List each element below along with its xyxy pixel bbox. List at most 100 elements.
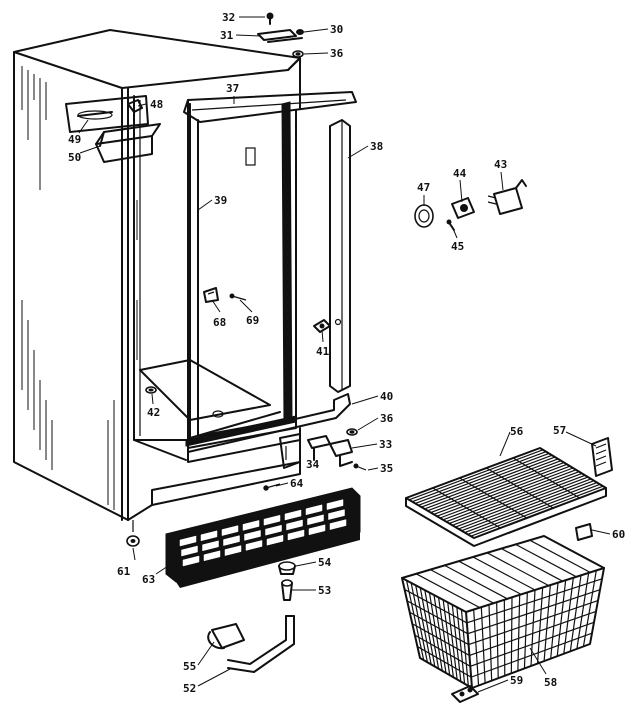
basket-wire: [428, 592, 443, 671]
door-shelf: [65, 95, 161, 163]
grille-slot: [266, 534, 284, 546]
callout-60: 60: [612, 528, 625, 541]
basket-rim-wire: [501, 548, 563, 582]
grille-slot: [242, 520, 260, 531]
grille-slot: [202, 540, 219, 552]
shelf-wire: [408, 449, 544, 501]
basket-rim-wire: [430, 569, 494, 604]
shelf-wire: [452, 474, 586, 526]
basket-rim-wire: [529, 539, 591, 573]
bottom-rail: [187, 393, 351, 469]
basket-wire: [488, 604, 493, 681]
basket-rim-wire: [458, 560, 522, 595]
grille-slot: [203, 550, 221, 562]
basket-wire: [460, 609, 469, 686]
callout-59: 59: [510, 674, 523, 687]
grille-slot: [329, 519, 347, 530]
shelf-wire: [436, 465, 571, 517]
grille-slot: [265, 524, 282, 536]
basket-rim-wire: [486, 552, 550, 587]
callout-49: 49: [68, 133, 81, 146]
basket-wire: [473, 609, 480, 686]
grille-slot: [221, 525, 239, 536]
shelf-crossbar: [486, 467, 554, 509]
basket-wire: [496, 602, 499, 679]
callout-47: 47: [417, 181, 430, 194]
callout-54: 54: [318, 556, 332, 569]
shelf-wire: [433, 463, 568, 515]
callout-48: 48: [150, 98, 163, 111]
shelf-wire: [427, 460, 562, 512]
basket-rim-wire: [472, 556, 536, 591]
grille-slot: [286, 519, 303, 531]
callout-41: 41: [316, 345, 330, 358]
shelf-wire: [470, 485, 604, 537]
callout-labels: 32 30 31 36 37 48 49 50 38 39 47 44 43 4…: [68, 11, 625, 695]
grille-slot: [308, 524, 326, 536]
basket-hoop: [404, 578, 603, 624]
grille-slot: [181, 545, 198, 557]
shelf-wire: [464, 481, 598, 534]
shelf-wire: [445, 471, 580, 523]
basket-wire: [569, 575, 582, 652]
shelf-wire: [455, 476, 589, 528]
basket-wire: [437, 597, 451, 676]
leader-lines: [78, 16, 611, 693]
callout-36-bottom: 36: [380, 412, 394, 425]
callout-38: 38: [370, 140, 383, 153]
bottom-hinge: [307, 428, 367, 471]
grille-slot: [328, 509, 345, 520]
callout-68: 68: [213, 316, 226, 329]
callout-61: 61: [117, 565, 131, 578]
grille-slot: [263, 514, 281, 526]
callout-40: 40: [380, 390, 393, 403]
basket-wire: [556, 580, 567, 657]
callout-58: 58: [544, 676, 557, 689]
callout-69: 69: [246, 314, 259, 327]
shelf-crossbar: [512, 457, 580, 499]
basket-wire: [576, 572, 590, 649]
basket-wire: [480, 607, 486, 684]
shelf-wire: [442, 469, 577, 521]
callout-50: 50: [68, 151, 81, 164]
basket-rim-wire: [444, 564, 508, 600]
callout-34: 34: [306, 458, 320, 471]
shelf-wire: [415, 452, 550, 505]
basket-wire: [550, 582, 559, 659]
callout-35: 35: [380, 462, 393, 475]
basket-hoop: [406, 589, 601, 635]
callout-55: 55: [183, 660, 196, 673]
basket-wire: [415, 585, 432, 665]
grille-slot: [245, 540, 263, 551]
basket-wire: [456, 607, 466, 684]
wire-basket: [401, 535, 605, 689]
basket-wire: [523, 592, 528, 669]
screw-and-foot: [126, 483, 281, 547]
callout-30: 30: [330, 23, 343, 36]
wire-shelf: [405, 447, 607, 547]
callout-56: 56: [510, 425, 524, 438]
basket-hoop: [409, 600, 599, 646]
basket-wire: [582, 570, 597, 647]
shelf-wire: [411, 451, 547, 503]
grille-slot: [284, 509, 302, 521]
grille-slot: [224, 545, 242, 556]
basket-rim-wire: [515, 543, 577, 578]
basket-wire: [563, 577, 574, 654]
basket-wire: [517, 594, 521, 671]
grille-slot: [326, 499, 344, 510]
callout-32: 32: [222, 11, 235, 24]
grille-slot: [307, 514, 324, 526]
shelf-crossbar: [459, 477, 528, 519]
grille-slot: [182, 555, 200, 567]
basket-wire: [405, 580, 425, 661]
basket-wire: [536, 587, 544, 664]
basket-wire: [410, 582, 429, 663]
grille-slot: [305, 504, 323, 516]
shelf-supports: [575, 437, 613, 541]
basket-hoop: [417, 632, 593, 678]
shelf-wire: [458, 478, 592, 530]
basket-wire: [530, 589, 536, 667]
shelf-wire: [430, 461, 565, 514]
